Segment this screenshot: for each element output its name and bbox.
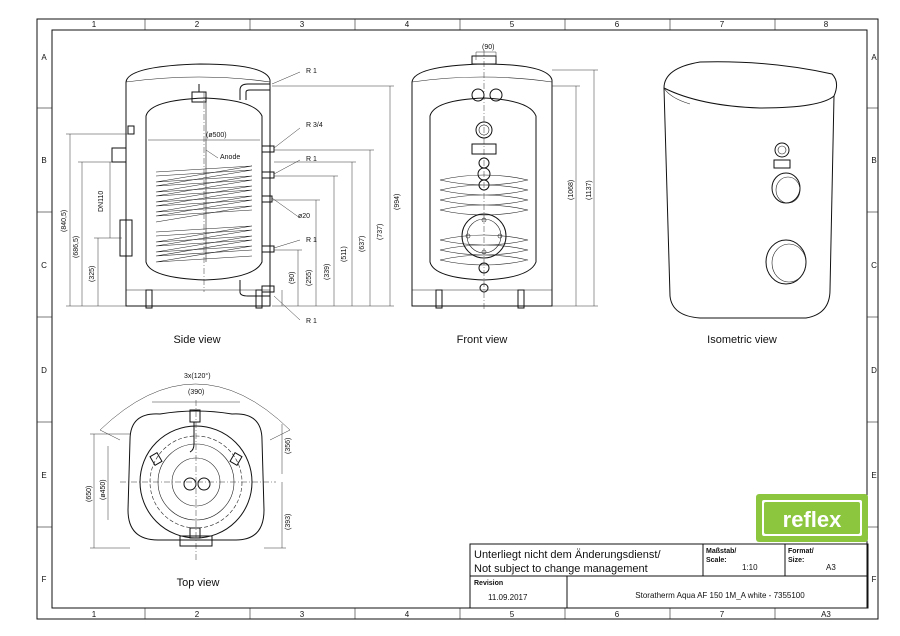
- top-view-label: Top view: [177, 577, 220, 589]
- col-label-6: 6: [615, 20, 620, 29]
- side-r1-bottom: R 1: [306, 318, 317, 325]
- col-label-1-bottom: 1: [92, 610, 97, 619]
- corner-size: A3: [821, 610, 831, 619]
- col-label-2: 2: [195, 20, 200, 29]
- col-label-8: 8: [824, 20, 829, 29]
- side-r34: R 3/4: [306, 122, 323, 129]
- row-label-f-right: F: [872, 575, 877, 584]
- col-label-7: 7: [720, 20, 725, 29]
- row-label-d: D: [41, 366, 47, 375]
- row-label-c: C: [41, 261, 47, 270]
- isometric-view-label: Isometric view: [707, 334, 777, 346]
- side-r1-low: R 1: [306, 237, 317, 244]
- side-d90: (90): [289, 272, 296, 284]
- top-d390: (390): [188, 389, 204, 396]
- side-dn110: DN110: [98, 191, 105, 212]
- top-d650: (650): [86, 486, 93, 502]
- top-angle: 3x(120°): [184, 372, 211, 380]
- scale-value: 1:10: [742, 563, 758, 572]
- front-view-annotations: (90) (1068) (1137): [482, 44, 593, 200]
- notice-de: Unterliegt nicht dem Änderungsdienst/: [474, 549, 661, 561]
- side-view-label: Side view: [173, 334, 220, 346]
- side-dia500: (ø500): [206, 132, 227, 139]
- side-anode-label: Anode: [220, 154, 240, 161]
- revision-value: 11.09.2017: [488, 593, 528, 602]
- notice-en: Not subject to change management: [474, 563, 648, 575]
- side-d511: (511): [341, 246, 348, 262]
- side-d255: (255): [306, 270, 313, 286]
- side-d994: (994): [394, 194, 401, 210]
- col-label-5-bottom: 5: [510, 610, 515, 619]
- row-label-d-right: D: [871, 366, 877, 375]
- col-label-6-bottom: 6: [615, 610, 620, 619]
- col-label-5: 5: [510, 20, 515, 29]
- format-label: Format/: [788, 548, 814, 555]
- title-block-text: Unterliegt nicht dem Änderungsdienst/ No…: [474, 548, 836, 619]
- format-label-2: Size:: [788, 557, 804, 564]
- top-d356: (356): [285, 438, 292, 454]
- side-d686: (686,5): [73, 236, 80, 258]
- scale-label: Maßstab/: [706, 548, 736, 555]
- row-label-c-right: C: [871, 261, 877, 270]
- col-label-2-bottom: 2: [195, 610, 200, 619]
- row-label-a: A: [41, 53, 47, 62]
- col-label-4: 4: [405, 20, 410, 29]
- col-label-3-bottom: 3: [300, 610, 305, 619]
- isometric-view-drawing: [663, 61, 838, 319]
- row-label-b: B: [41, 156, 46, 165]
- row-label-a-right: A: [871, 53, 877, 62]
- product-title: Storatherm Aqua AF 150 1M_A white - 7355…: [635, 591, 805, 600]
- row-labels: A B C D E F A B C D E F: [41, 53, 877, 584]
- inner-frame: [51, 29, 868, 609]
- front-view-drawing: [411, 50, 598, 310]
- side-d339: (339): [324, 264, 331, 280]
- col-label-3: 3: [300, 20, 305, 29]
- scale-label-2: Scale:: [706, 557, 727, 564]
- col-label-4-bottom: 4: [405, 610, 410, 619]
- side-view-annotations: R 1 R 3/4 R 1 ø20 R 1 R 1 Anode (ø500) D…: [61, 68, 401, 325]
- front-top90: (90): [482, 44, 494, 51]
- front-view-label: Front view: [457, 334, 508, 346]
- outer-frame: [36, 18, 879, 620]
- col-label-7-bottom: 7: [720, 610, 725, 619]
- column-labels: 1 2 3 4 5 6 7 8 1 2 3 4 5 6 7: [92, 20, 829, 619]
- revision-label: Revision: [474, 580, 503, 587]
- side-d20: ø20: [298, 213, 310, 220]
- side-r1-mid: R 1: [306, 156, 317, 163]
- side-d637: (637): [359, 236, 366, 252]
- format-value: A3: [826, 563, 836, 572]
- side-r1-top: R 1: [306, 68, 317, 75]
- side-view-drawing: [66, 63, 394, 321]
- reflex-logo-text: reflex: [783, 507, 842, 532]
- column-ticks: [37, 19, 878, 619]
- top-d393: (393): [285, 514, 292, 530]
- top-view-drawing: [90, 383, 291, 560]
- front-d1068: (1068): [568, 180, 575, 200]
- front-d1137: (1137): [586, 180, 593, 200]
- row-label-f: F: [42, 575, 47, 584]
- side-d737: (737): [377, 224, 384, 240]
- row-label-e: E: [41, 471, 46, 480]
- side-d325: (325): [89, 266, 96, 282]
- col-label-1: 1: [92, 20, 97, 29]
- row-label-b-right: B: [871, 156, 876, 165]
- top-view-annotations: 3x(120°) (390) (650) (ø450) (356) (393): [86, 372, 292, 530]
- top-d450: (ø450): [100, 479, 107, 500]
- row-label-e-right: E: [871, 471, 876, 480]
- title-block: [469, 494, 869, 609]
- side-d840: (840,5): [61, 210, 68, 232]
